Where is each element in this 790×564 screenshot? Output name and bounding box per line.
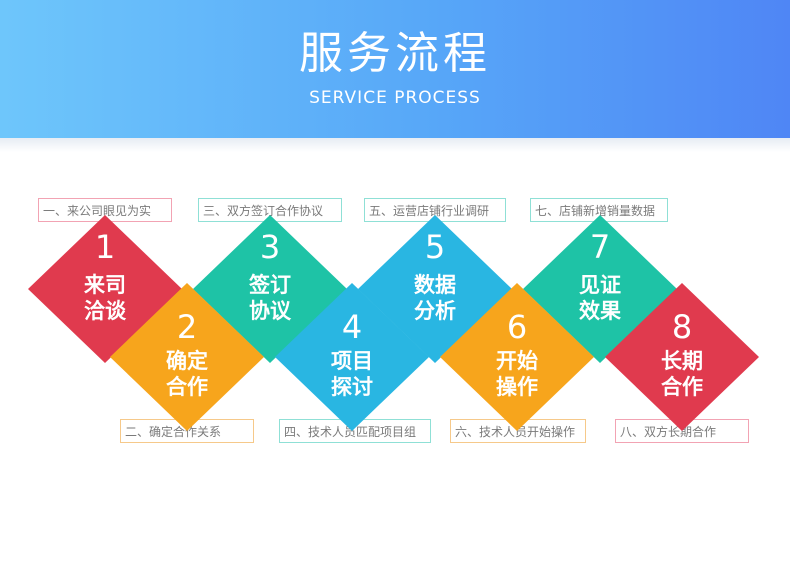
step-2-shape	[110, 283, 264, 431]
step-7-line2: 效果	[579, 299, 621, 323]
step-7-line1: 见证	[579, 273, 621, 297]
step-6-diamond: 6 开始 操作	[440, 283, 594, 431]
step-4-number: 4	[342, 308, 362, 346]
step-1-number: 1	[95, 228, 115, 266]
step-8-line2: 合作	[661, 375, 703, 399]
step-1-line2: 洽谈	[84, 299, 127, 323]
step-6-line2: 操作	[496, 375, 538, 399]
step-8-shape	[605, 283, 759, 431]
step-2-diamond: 2 确定 合作	[110, 283, 264, 431]
step-4-line1: 项目	[331, 349, 373, 373]
step-2-number: 2	[177, 308, 197, 346]
step-8-number: 8	[672, 308, 692, 346]
step-1-line1: 来司	[84, 273, 126, 297]
step-3-number: 3	[260, 228, 280, 266]
step-2-line2: 合作	[166, 375, 208, 399]
step-5-line2: 分析	[414, 299, 456, 323]
step-5-line1: 数据	[414, 273, 456, 297]
step-4-line2: 探讨	[331, 375, 373, 399]
step-6-shape	[440, 283, 594, 431]
header-banner: 服务流程 SERVICE PROCESS	[0, 0, 790, 138]
step-3-label: 三、双方签订合作协议	[198, 198, 342, 222]
page-title: 服务流程	[299, 28, 491, 79]
step-4-diamond: 4 项目 探讨	[275, 283, 429, 431]
step-8-label: 八、双方长期合作	[615, 419, 749, 443]
step-5-number: 5	[425, 228, 445, 266]
step-3-line1: 签订	[248, 273, 291, 297]
step-4-label: 四、技术人员匹配项目组	[279, 419, 431, 443]
step-4-shape	[275, 283, 429, 431]
page-subtitle-text: SERVICE PROCESS	[309, 88, 481, 108]
step-2-line1: 确定	[166, 349, 208, 373]
step-6-number: 6	[507, 308, 527, 346]
page-subtitle: SERVICE PROCESS	[0, 87, 790, 109]
step-8-line1: 长期	[661, 349, 703, 373]
step-3-line2: 协议	[249, 299, 292, 323]
step-7-label: 七、店铺新增销量数据	[530, 198, 668, 222]
banner-shadow	[0, 138, 790, 152]
step-8-diamond: 8 长期 合作	[605, 283, 759, 431]
step-7-number: 7	[590, 228, 610, 266]
step-6-line1: 开始	[496, 349, 538, 373]
